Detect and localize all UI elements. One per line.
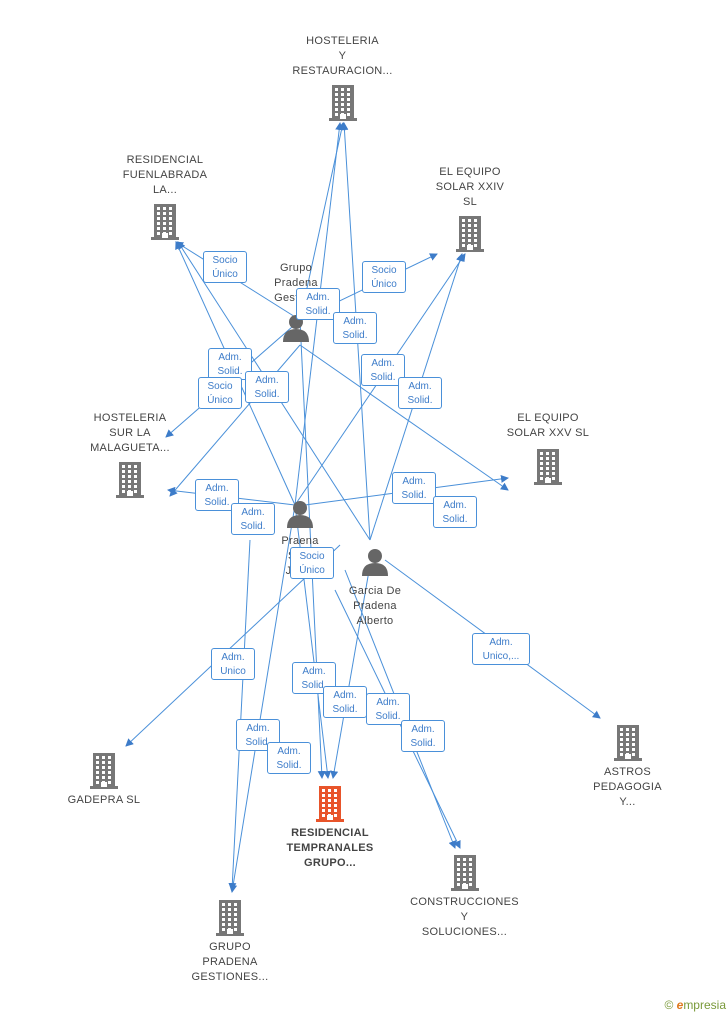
relation-badge[interactable]: Adm.Solid. xyxy=(208,348,252,380)
brand-footer: © empresia xyxy=(664,998,726,1012)
relation-badge[interactable]: Adm.Solid. xyxy=(392,472,436,504)
relation-badge[interactable]: Adm.Solid. xyxy=(366,693,410,725)
relation-badge[interactable]: Adm.Solid. xyxy=(323,686,367,718)
company-label: GADEPRA SL xyxy=(67,794,141,806)
building-icon xyxy=(534,449,562,485)
relation-badge[interactable]: Adm.Solid. xyxy=(296,288,340,320)
building-icon xyxy=(216,900,244,936)
building-icon xyxy=(450,855,479,891)
company-node-gadepra[interactable]: GADEPRA SL xyxy=(44,753,164,808)
relation-badge[interactable]: Adm.Solid. xyxy=(333,312,377,344)
brand-logo-letter: e xyxy=(676,998,684,1012)
copyright-symbol: © xyxy=(664,998,674,1012)
brand-logo-text: mpresia xyxy=(683,998,726,1012)
relation-badge[interactable]: Adm.Unico,... xyxy=(472,633,530,665)
building-icon xyxy=(456,216,484,252)
relation-badge[interactable]: Adm.Solid. xyxy=(361,354,405,386)
building-icon xyxy=(116,462,144,498)
relation-badge[interactable]: Adm.Solid. xyxy=(398,377,442,409)
relationship-line xyxy=(330,564,371,779)
relation-badge[interactable]: Adm.Unico xyxy=(211,648,255,680)
building-icon xyxy=(316,786,344,822)
relation-badge[interactable]: Adm.Solid. xyxy=(267,742,311,774)
person-icon xyxy=(287,501,313,528)
relation-badge[interactable]: Adm.Solid. xyxy=(231,503,275,535)
building-icon xyxy=(613,725,642,761)
relationship-line xyxy=(229,504,296,893)
building-icon xyxy=(328,85,357,121)
relationship-line xyxy=(169,344,301,497)
relationship-line xyxy=(228,539,251,891)
relation-badge[interactable]: Adm.Solid. xyxy=(245,371,289,403)
person-icon xyxy=(362,549,388,576)
building-icon xyxy=(151,204,179,240)
relationship-line xyxy=(299,344,509,491)
relation-badge[interactable]: Adm.Solid. xyxy=(401,720,445,752)
relation-badge[interactable]: Adm.Solid. xyxy=(433,496,477,528)
building-icon xyxy=(90,753,118,789)
